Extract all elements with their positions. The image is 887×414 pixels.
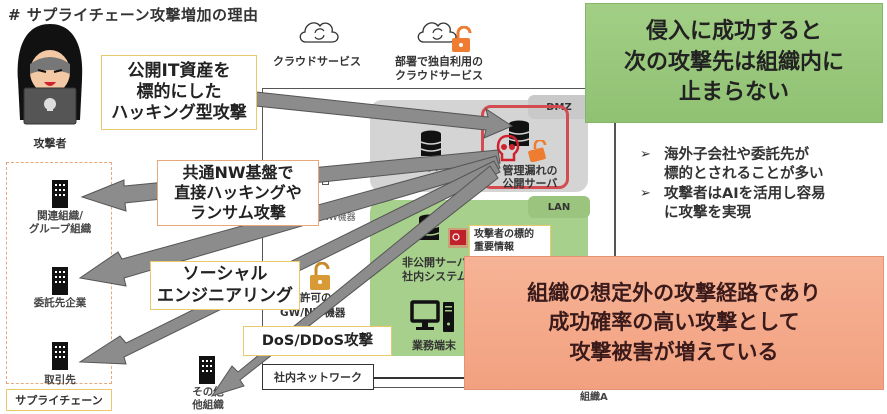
- safe-icon: [448, 228, 468, 248]
- building-icon: [52, 180, 68, 208]
- public-server-label: 公開サーバ: [409, 160, 465, 173]
- organization-boundary-right: [614, 120, 616, 275]
- cloud-sync-icon: [299, 22, 339, 43]
- other-organization-label: その他他組織: [192, 386, 224, 412]
- lan-tag: LAN: [528, 196, 590, 218]
- callout-common-network-attack: 共通NW基盤で直接ハッキングやランサム攻撃: [157, 160, 319, 226]
- contractor-label: 委託先企業: [33, 297, 87, 309]
- hooded-hacker-icon: [17, 24, 83, 125]
- business-terminal-label: 業務端末: [412, 339, 456, 352]
- connector-square: [322, 178, 329, 185]
- bullet-item: ➢ 攻撃者はAIを活用し容易に攻撃を実現: [640, 185, 885, 224]
- department-cloud-label: 部署で独自利用のクラウドサービス: [395, 55, 483, 82]
- slide-title: # サプライチェーン攻撃増加の理由: [8, 6, 259, 24]
- intranet-line: [374, 377, 478, 379]
- arrowhead-bullet-icon: ➢: [640, 185, 651, 201]
- desktop-pc-icon: [410, 300, 454, 332]
- database-server-icon: [418, 214, 440, 240]
- organization-label: 組織A: [580, 392, 608, 403]
- arrowhead-bullet-icon: ➢: [640, 147, 651, 162]
- database-server-icon: [508, 120, 530, 146]
- gateway-label: 許可の: [300, 292, 332, 304]
- callout-dos-attack: DoS/DDoS攻撃: [243, 326, 392, 356]
- business-partner-label: 取引先: [44, 374, 76, 386]
- supply-chain-label: サプライチェーン: [6, 389, 112, 411]
- attacker-label: 攻撃者: [33, 137, 67, 150]
- leaky-server-label: 管理漏れの公開サーバ: [502, 164, 558, 191]
- skull-icon: [496, 134, 520, 162]
- callout-public-it-attack: 公開IT資産を標的にしたハッキング型攻撃: [101, 55, 257, 130]
- building-icon: [52, 267, 68, 295]
- target-info-label: 攻撃者の標的重要情報: [469, 225, 551, 259]
- building-icon: [52, 342, 68, 370]
- bullet-item: ➢ 海外子会社や委託先が標的とされることが多い: [640, 146, 885, 185]
- key-message-green: 侵入に成功すると次の攻撃先は組織内に止まらない: [585, 3, 883, 123]
- unlocked-padlock-icon: [528, 140, 547, 162]
- leaky-server-highlight: [481, 105, 569, 189]
- database-server-icon: [420, 130, 442, 156]
- related-organization-label: 関連組織/グループ組織: [28, 210, 92, 236]
- nw-device-label: NW機器: [322, 213, 356, 223]
- bullet-list: ➢ 海外子会社や委託先が標的とされることが多い ➢ 攻撃者はAIを活用し容易に攻…: [640, 146, 885, 223]
- callout-social-engineering: ソーシャルエンジニアリング: [150, 261, 300, 310]
- building-icon: [199, 356, 215, 384]
- cloud-sync-icon: [417, 22, 457, 43]
- key-message-orange: 組織の想定外の攻撃経路であり成功確率の高い攻撃として攻撃被害が増えている: [464, 256, 884, 390]
- cloud-service-label: クラウドサービス: [273, 55, 361, 68]
- unlocked-padlock-icon: [310, 262, 330, 290]
- unlocked-padlock-icon: [452, 26, 472, 52]
- intranet-label: 社内ネットワーク: [262, 364, 374, 390]
